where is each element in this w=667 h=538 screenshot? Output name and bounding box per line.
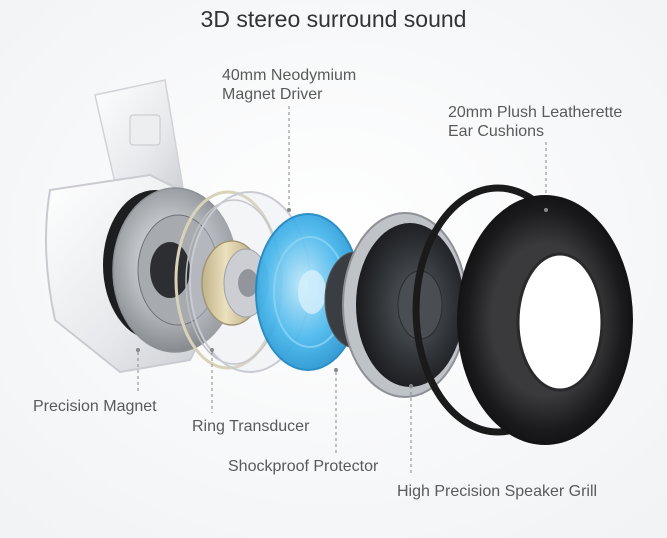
callout-ear-cushions-line1: 20mm Plush Leatherette xyxy=(448,104,623,121)
callout-magnet-driver: 40mm Neodymium Magnet Driver xyxy=(222,66,356,104)
callout-magnet-driver-line1: 40mm Neodymium xyxy=(222,67,357,84)
callout-shockproof-protector: Shockproof Protector xyxy=(228,458,379,475)
callout-ear-cushions-line2: Ear Cushions xyxy=(448,123,545,140)
callout-ring-transducer: Ring Transducer xyxy=(192,418,310,435)
callout-magnet-driver-line2: Magnet Driver xyxy=(222,86,323,103)
headline-title: 3D stereo surround sound xyxy=(200,6,467,32)
callout-speaker-grill: High Precision Speaker Grill xyxy=(397,483,598,500)
callout-precision-magnet: Precision Magnet xyxy=(33,398,157,415)
callout-ear-cushions: 20mm Plush Leatherette Ear Cushions xyxy=(448,103,622,141)
